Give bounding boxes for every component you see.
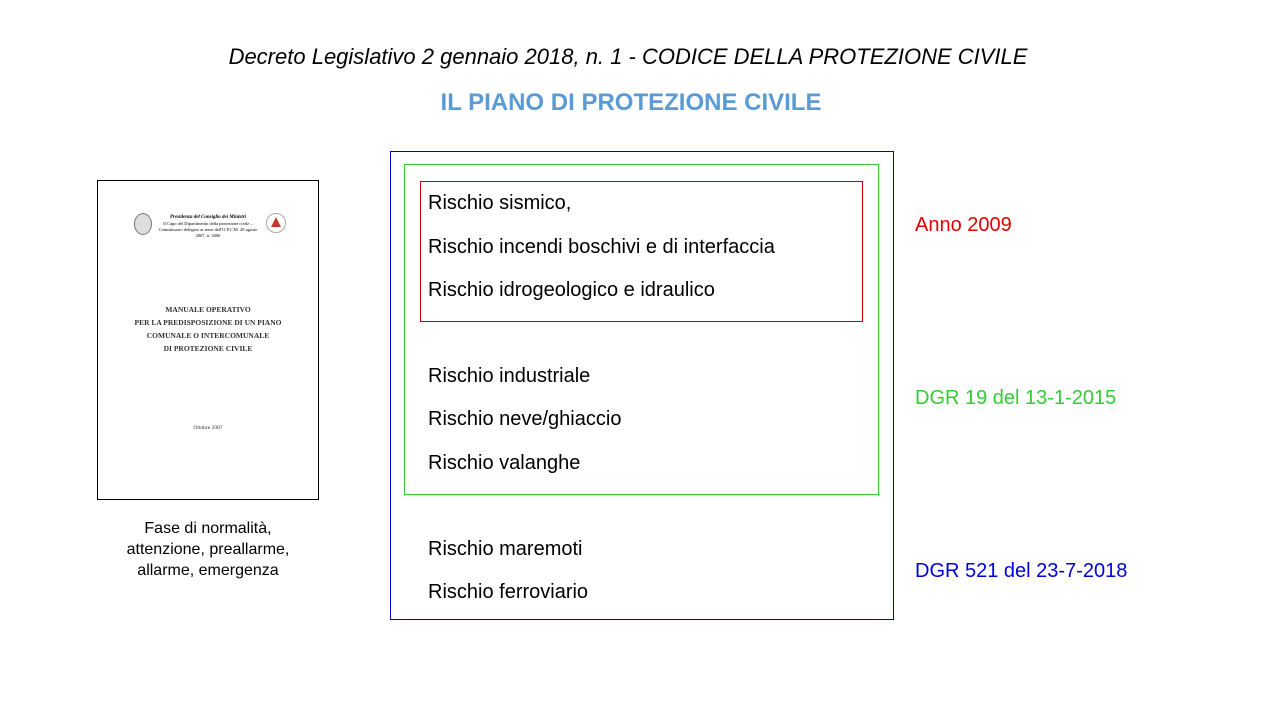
box-2009: [420, 181, 863, 322]
italian-emblem-icon: [134, 213, 152, 235]
cover-main-title: MANUALE OPERATIVO PER LA PREDISPOSIZIONE…: [134, 305, 282, 353]
phases-caption: Fase di normalità, attenzione, preallarm…: [126, 520, 290, 579]
box-dgr-2018: [390, 151, 894, 620]
manual-cover-image: Presidenza del Consiglio dei Ministri Il…: [97, 180, 319, 500]
note-dgr-2015: DGR 19 del 13-1-2015: [915, 387, 1117, 409]
cover-date: Ottobre 2007: [193, 425, 223, 431]
risk-item: Rischio valanghe: [428, 452, 581, 474]
cover-header: Presidenza del Consiglio dei Ministri Il…: [158, 215, 258, 238]
note-2009: Anno 2009: [915, 214, 1012, 236]
risk-item: Rischio sismico,: [428, 192, 572, 214]
risk-item: Rischio industriale: [428, 365, 591, 387]
risk-item: Rischio neve/ghiaccio: [428, 408, 622, 430]
box-dgr-2015: [404, 164, 879, 495]
slide-title: Decreto Legislativo 2 gennaio 2018, n. 1…: [228, 44, 1028, 69]
risk-item: Rischio idrogeologico e idraulico: [428, 279, 715, 301]
slide-subtitle: IL PIANO DI PROTEZIONE CIVILE: [440, 89, 822, 116]
note-dgr-2018: DGR 521 del 23-7-2018: [915, 560, 1128, 582]
risk-item: Rischio incendi boschivi e di interfacci…: [428, 236, 775, 258]
risk-item: Rischio maremoti: [428, 538, 583, 560]
civil-protection-logo-icon: [266, 213, 286, 233]
risk-item: Rischio ferroviario: [428, 581, 589, 603]
